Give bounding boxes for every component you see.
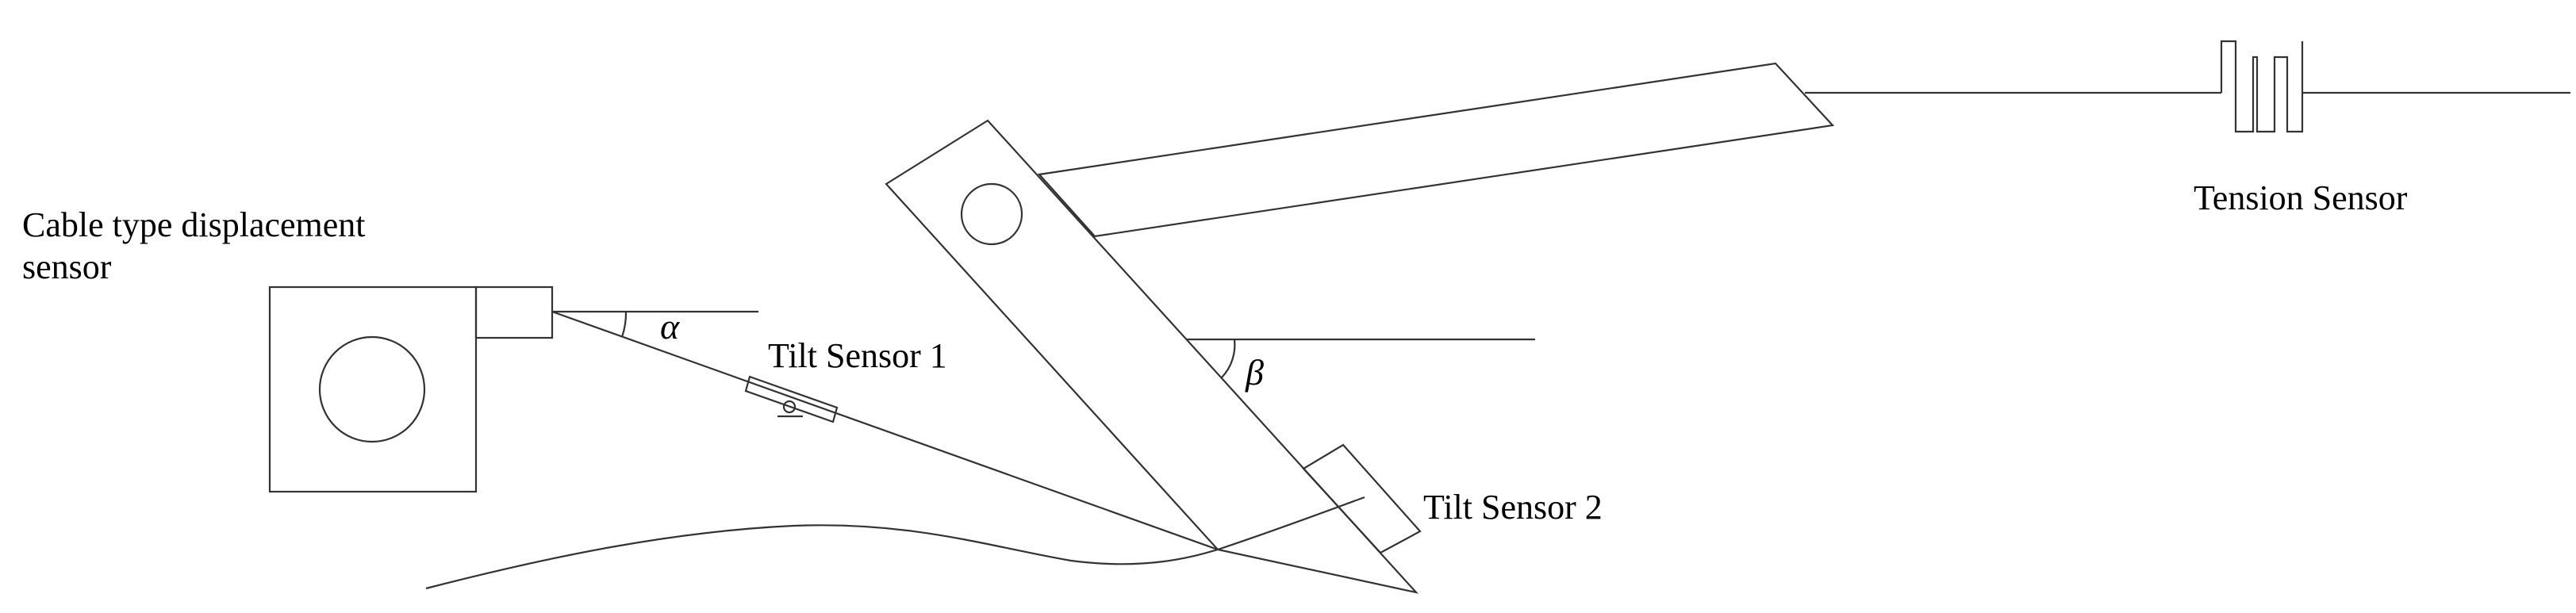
ground-curve (425, 496, 1365, 590)
cable-line (551, 310, 1219, 551)
beta-label: β (1246, 352, 1264, 393)
tilt-sensor-2-body (1302, 443, 1422, 554)
tension-sensor-spring (2220, 40, 2304, 133)
tension-sensor-label: Tension Sensor (2194, 178, 2408, 217)
alpha-arc (620, 311, 628, 338)
tilt-sensor-2-label: Tilt Sensor 2 (1423, 488, 1603, 527)
lever-upper-arm (1037, 62, 1835, 238)
tilt-sensor-1-bubble (782, 400, 797, 414)
cable-sensor-label: Cable type displacement sensor (22, 205, 366, 289)
alpha-label: α (660, 306, 680, 347)
tilt-sensor-1-label: Tilt Sensor 1 (768, 336, 947, 375)
lever-diagonal (885, 119, 1419, 594)
sensor-box (268, 285, 478, 493)
tilt-sensor-1-body (744, 375, 839, 423)
cable-displacement-sensor (268, 285, 554, 493)
cable-sensor-label-line2: sensor (22, 247, 112, 286)
cable-sensor-label-line1: Cable type displacement (22, 205, 366, 244)
tilt-sensor-1 (744, 375, 839, 423)
beta-arc (1221, 339, 1236, 378)
lever-pivot-hole (960, 182, 1023, 246)
sensor-drum (318, 335, 426, 443)
sensor-outlet (474, 285, 554, 339)
